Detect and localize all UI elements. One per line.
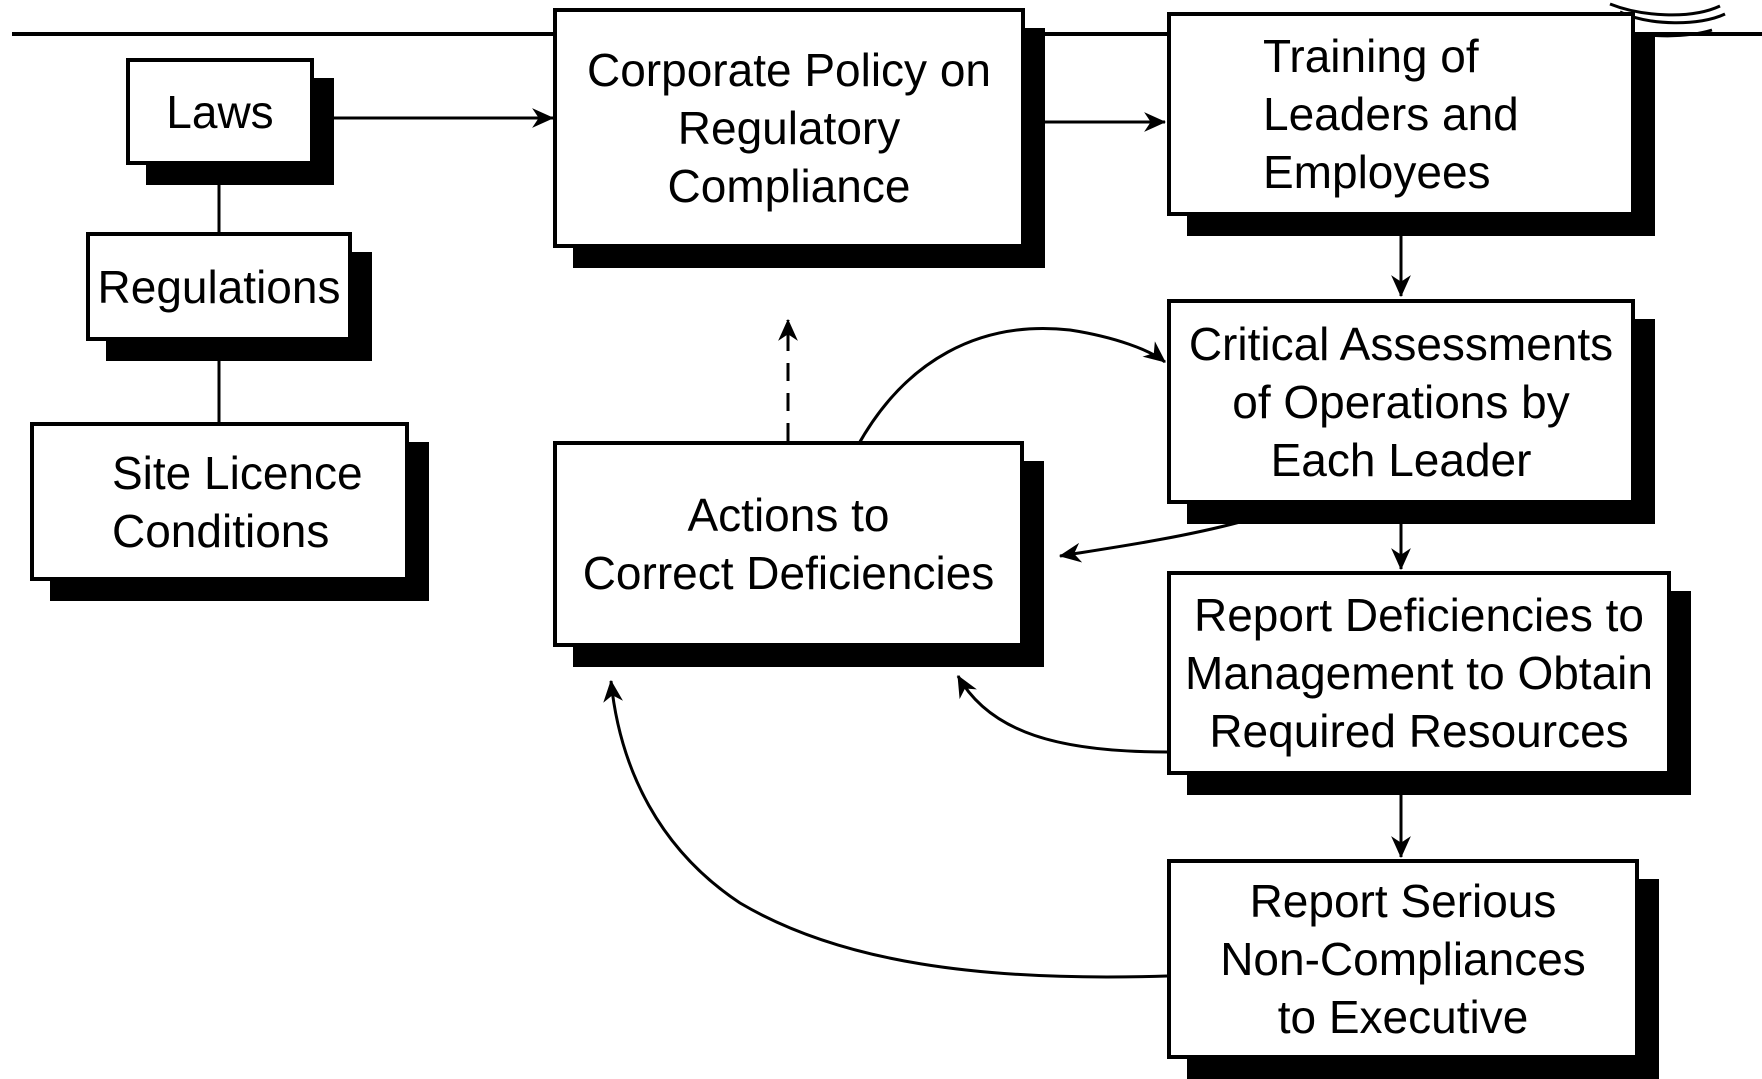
node-actions: Actions to Correct Deficiencies bbox=[553, 441, 1024, 647]
node-laws: Laws bbox=[126, 58, 314, 165]
arrow-report-executive-to-actions bbox=[603, 679, 1168, 979]
node-training: Training of Leaders and Employees bbox=[1167, 12, 1635, 216]
node-report-executive-label: Report Serious Non-Compliances to Execut… bbox=[1220, 875, 1586, 1043]
node-report-executive: Report Serious Non-Compliances to Execut… bbox=[1167, 859, 1639, 1059]
arrow-actions-to-assessments bbox=[855, 327, 1166, 448]
arrow-assessments-to-actions bbox=[1058, 520, 1241, 563]
node-corporate-policy: Corporate Policy on Regulatory Complianc… bbox=[553, 8, 1025, 248]
node-actions-label: Actions to Correct Deficiencies bbox=[582, 489, 995, 599]
node-report-management-label: Report Deficiencies to Management to Obt… bbox=[1185, 589, 1653, 757]
node-laws-label: Laws bbox=[166, 85, 274, 138]
node-training-label: Training of Leaders and Employees bbox=[1263, 30, 1519, 198]
node-corporate-policy-label: Corporate Policy on Regulatory Complianc… bbox=[587, 44, 991, 212]
node-site-licence: Site Licence Conditions bbox=[30, 422, 409, 581]
node-report-management: Report Deficiencies to Management to Obt… bbox=[1167, 571, 1671, 775]
node-critical-assessments: Critical Assessments of Operations by Ea… bbox=[1167, 299, 1635, 504]
node-regulations: Regulations bbox=[86, 232, 352, 341]
node-site-licence-label: Site Licence Conditions bbox=[112, 446, 363, 557]
node-critical-assessments-label: Critical Assessments of Operations by Ea… bbox=[1188, 317, 1614, 486]
arrow-report-management-to-actions bbox=[956, 675, 1168, 754]
node-regulations-label: Regulations bbox=[97, 260, 341, 313]
